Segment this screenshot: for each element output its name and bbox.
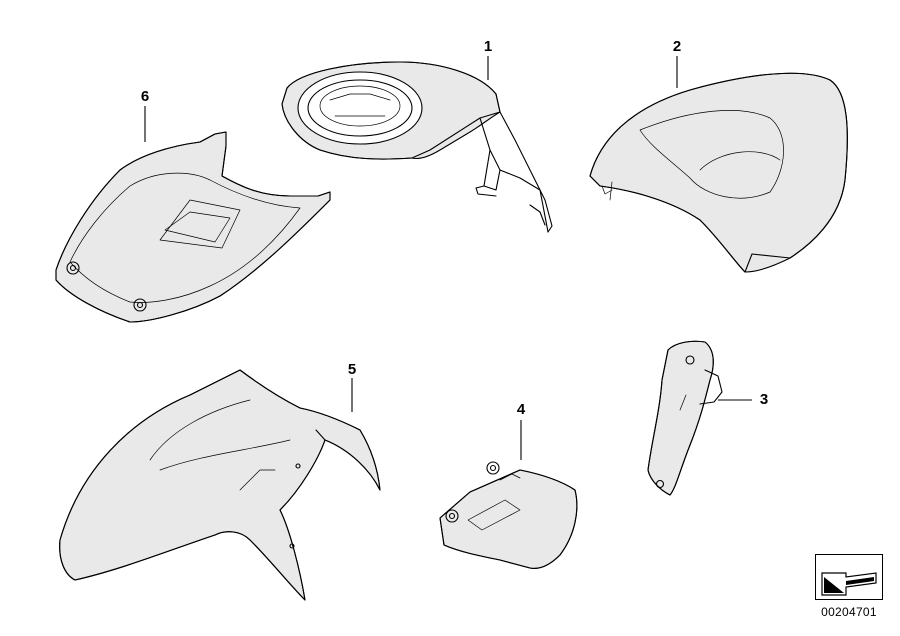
front-mudguard-icon[interactable] (59, 369, 381, 601)
arrow-logo-icon (821, 572, 877, 596)
bracket-icon[interactable] (647, 340, 723, 496)
logo-box (815, 554, 883, 600)
diagram-id: 00204701 (821, 605, 877, 619)
leader-lines (144, 56, 752, 460)
callout-3: 3 (759, 391, 769, 408)
callout-2: 2 (672, 38, 682, 55)
rear-cover-icon[interactable] (55, 131, 331, 323)
cover-cap-icon[interactable] (439, 461, 578, 569)
callout-6: 6 (140, 88, 150, 105)
callout-5: 5 (347, 361, 357, 378)
callout-1: 1 (483, 38, 493, 55)
tank-cover-icon[interactable] (281, 61, 553, 233)
callout-4: 4 (516, 401, 526, 418)
seat-cowl-icon[interactable] (589, 72, 848, 273)
